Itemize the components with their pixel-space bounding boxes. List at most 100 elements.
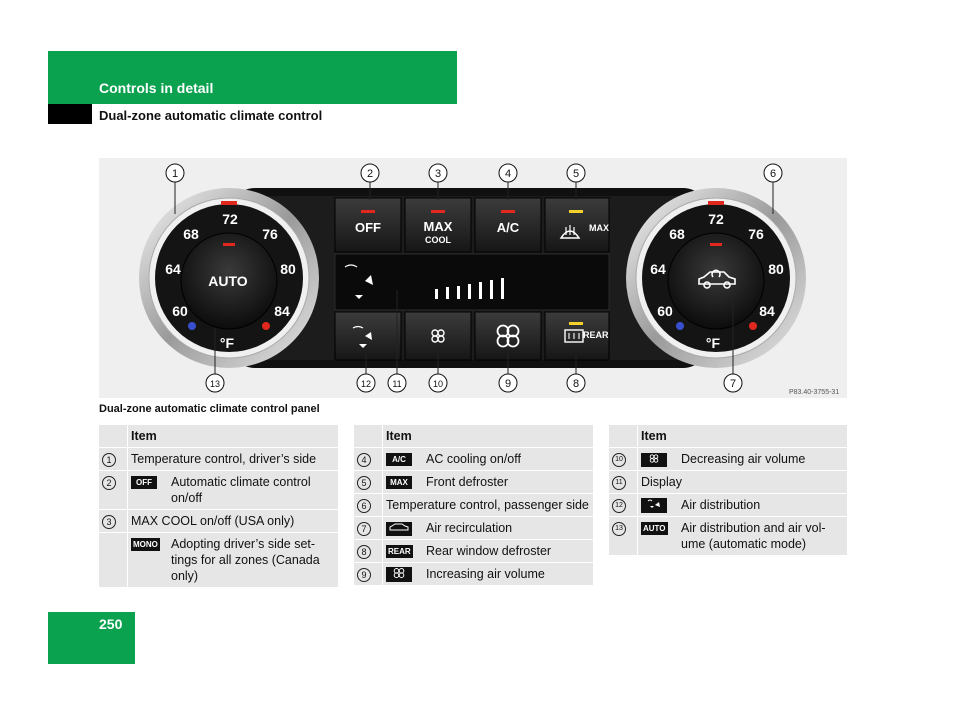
svg-text:76: 76 [748,226,764,242]
table-header-row: Item [354,425,593,448]
passenger-unit-label: °F [706,335,721,351]
air-distribution-key-icon [641,498,667,514]
svg-text:9: 9 [505,378,511,390]
driver-auto-label: AUTO [208,273,248,289]
max-label: MAX [424,219,453,234]
callout-5: 5 [566,163,586,183]
table-header-row: Item [99,425,338,448]
table-row: 13 AUTO Air distribution and air vol­ume… [609,516,847,557]
callouts: 1 2 3 4 5 6 7 8 9 10 11 12 13 [165,163,783,393]
fan-small-key-icon [641,452,667,467]
table-row: 1 Temperature control, driver’s side [99,447,338,471]
row-number: 10 [612,452,626,467]
table-header: Item [127,425,338,448]
ac-key-icon: A/C [386,453,412,467]
front-defrost-button[interactable] [544,197,610,253]
row-number: 7 [357,521,371,536]
svg-text:68: 68 [669,226,685,242]
row-text: Adopting driver’s side set­tings for all… [168,532,338,588]
fan-small-icon [431,329,445,343]
figure-caption: Dual-zone automatic climate control pane… [99,403,320,415]
max-cool-button[interactable] [404,197,472,253]
row-text: Temperature control, driver’s side [127,447,338,471]
row-text: Temperature control, passenger side [382,493,593,517]
driver-knob-marker [223,243,235,246]
table-row: 3 MAX COOL on/off (USA only) [99,509,338,533]
row-number: 12 [612,498,626,513]
table-header: Item [637,425,847,448]
row-text: Air distribution and air vol­ume (automa… [678,516,847,557]
passenger-blue-dot [676,322,684,330]
item-table-1: Item 1 Temperature control, driver’s sid… [99,425,338,588]
display [334,253,610,311]
callout-3: 3 [428,163,448,183]
item-table-3: Item 10 Decreasing air volume 11 Display… [609,425,847,557]
row-text: Air distribution [678,493,847,518]
fan-decrease-button[interactable] [404,311,472,361]
item-table-2: Item 4 A/C AC cooling on/off 5 MAX Front… [354,425,593,587]
row-text: Rear window defroster [423,539,593,563]
row-number: 2 [102,475,116,490]
fan-large-icon [496,324,520,348]
svg-text:84: 84 [759,303,775,319]
air-distribution-icon [352,325,372,348]
rear-label: REAR [583,330,609,340]
climate-panel-figure: OFF MAX COOL A/C MAX [99,158,847,398]
rear-defrost-button[interactable] [544,311,610,361]
callout-11: 11 [387,373,407,393]
callout-7: 7 [723,373,743,393]
svg-text:6: 6 [770,168,776,180]
defrost-max-label: MAX [589,223,609,233]
table-row: 12 Air distribution [609,493,847,518]
row-number: 1 [102,452,116,467]
table-row: 5 MAX Front defroster [354,470,593,494]
row-number: 4 [357,452,371,467]
svg-text:3: 3 [435,168,441,180]
recirculation-car-icon [698,269,736,289]
off-button[interactable] [334,197,402,253]
passenger-scale: 60 64 68 72 76 80 84 [650,211,784,319]
svg-text:7: 7 [730,378,736,390]
svg-text:5: 5 [573,168,579,180]
svg-text:8: 8 [573,378,579,390]
off-indicator [361,210,375,213]
svg-text:12: 12 [361,379,371,389]
callout-12: 12 [356,373,376,393]
svg-text:4: 4 [505,168,511,180]
passenger-red-dot [749,322,757,330]
driver-scale: 60 64 68 72 76 80 84 [165,211,296,319]
table-row: 9 Increasing air volume [354,562,593,587]
ac-button[interactable] [474,197,542,253]
fan-level-bars [435,278,504,299]
table-row: 7 Air recirculation [354,516,593,540]
callout-13: 13 [205,373,225,393]
table-row: 11 Display [609,470,847,494]
table-row: 8 REAR Rear window defroster [354,539,593,563]
subsection-title: Dual-zone automatic climate control [99,108,323,123]
row-text: Air recirculation [423,516,593,540]
callout-4: 4 [498,163,518,183]
svg-text:64: 64 [650,261,666,277]
svg-text:72: 72 [708,211,724,227]
driver-unit-label: °F [220,335,235,351]
off-label: OFF [355,220,381,235]
fan-increase-button[interactable] [474,311,542,361]
air-distribution-display-icon [344,264,373,299]
svg-text:60: 60 [172,303,188,319]
passenger-temperature-dial[interactable] [626,188,806,368]
table-row: 2 OFF Automatic climate control on/off [99,470,338,510]
row-number: 3 [102,514,116,529]
row-text: AC cooling on/off [423,447,593,471]
svg-text:76: 76 [262,226,278,242]
svg-text:10: 10 [433,379,443,389]
rear-defrost-key-icon: REAR [386,545,413,559]
cool-label: COOL [425,235,452,245]
max-indicator [431,210,445,213]
svg-text:72: 72 [222,211,238,227]
passenger-dial-marker [708,201,724,205]
svg-text:60: 60 [657,303,673,319]
header-marker [48,104,92,124]
svg-text:13: 13 [210,379,220,389]
row-number: 13 [612,521,626,536]
driver-temperature-dial[interactable] [139,188,319,368]
